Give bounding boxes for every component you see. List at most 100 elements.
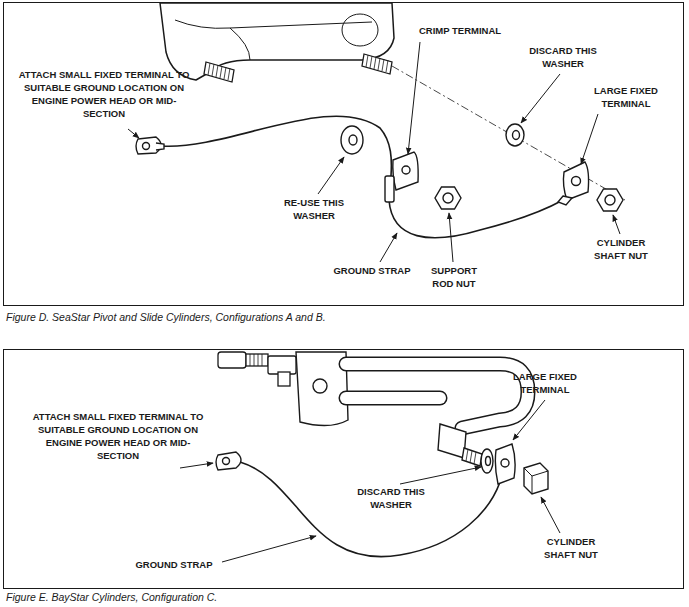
small-fixed-terminal — [223, 458, 230, 465]
callout-label: LARGE FIXED TERMINAL — [586, 84, 666, 110]
crimp-terminal — [385, 152, 418, 202]
leader-line — [581, 114, 598, 164]
ground-strap-wire — [240, 462, 500, 557]
crimp-terminal — [385, 176, 394, 202]
callout-label: ATTACH SMALL FIXED TERMINAL TO SUITABLE … — [28, 410, 208, 462]
cylinder-shaft — [438, 424, 482, 466]
small-fixed-terminal — [136, 137, 164, 154]
cylinder-shaft — [462, 448, 482, 466]
washer — [341, 126, 363, 154]
leader-line — [180, 463, 213, 468]
leader-line — [128, 129, 139, 138]
figure-caption: Figure D. SeaStar Pivot and Slide Cylind… — [6, 311, 326, 324]
washer — [513, 131, 520, 140]
support-rod — [346, 392, 440, 404]
support-rod-nut — [435, 187, 461, 209]
threaded-stud — [362, 54, 392, 74]
leader-line — [318, 157, 344, 194]
cylinder-shaft-nut — [597, 189, 623, 211]
small-fixed-terminal — [216, 452, 241, 470]
large-fixed-terminal — [572, 177, 581, 186]
threaded-stud — [204, 62, 234, 82]
support-rod — [346, 391, 440, 406]
washer — [341, 126, 363, 154]
leader-line — [449, 213, 453, 262]
crimp-terminal — [393, 152, 418, 190]
leader-line — [408, 42, 420, 154]
large-fixed-terminal — [563, 162, 588, 200]
callout-label: GROUND STRAP — [124, 558, 224, 571]
cylinder-bracket — [230, 28, 250, 60]
callout-label: CRIMP TERMINAL — [405, 24, 515, 37]
panel-frame — [4, 350, 684, 589]
hose-fitting — [218, 352, 296, 386]
panel-frame — [4, 3, 684, 589]
callout-label: GROUND STRAP — [322, 264, 422, 277]
ground-strap-wire — [162, 116, 391, 176]
center-line — [392, 66, 625, 200]
large-fixed-terminal — [558, 196, 572, 205]
leader-line — [613, 215, 620, 234]
leader-line — [380, 233, 397, 262]
support-rod-nut — [443, 193, 453, 203]
small-fixed-terminal — [156, 143, 164, 150]
cylinder-body — [313, 379, 327, 393]
support-rod — [346, 364, 528, 428]
washer — [506, 124, 524, 146]
callout-label: DISCARD THIS WASHER — [518, 44, 608, 70]
leader-line — [541, 497, 560, 533]
panel-frame — [4, 3, 684, 306]
support-rod — [346, 364, 528, 428]
cylinder-shaft — [438, 424, 466, 458]
cylinder-shaft-nut — [524, 468, 548, 494]
cylinder-bracket — [342, 14, 378, 46]
cylinder-shaft — [466, 449, 476, 464]
leader-line — [128, 42, 620, 262]
cylinder-shaft-nut — [605, 195, 615, 205]
large-fixed-terminal — [495, 444, 515, 484]
support-rod-nut — [435, 187, 461, 209]
large-fixed-terminal — [495, 444, 515, 484]
washer — [481, 449, 493, 473]
ground-strap-wire — [389, 200, 563, 238]
hose-fitting — [246, 354, 268, 366]
threaded-stud — [366, 55, 388, 72]
cylinder-bracket — [160, 3, 394, 80]
cylinder-shaft-nut — [597, 189, 623, 211]
cylinder-shaft-nut — [524, 463, 548, 494]
leader-line — [400, 467, 481, 484]
leader-line — [521, 74, 560, 123]
callout-label: CYLINDER SHAFT NUT — [530, 535, 612, 561]
large-fixed-terminal — [558, 162, 589, 205]
washer — [481, 449, 493, 473]
figure-caption: Figure E. BayStar Cylinders, Configurati… — [6, 591, 217, 604]
ground-strap-wire — [162, 116, 563, 238]
leader-line — [222, 536, 316, 562]
hose-fitting — [218, 352, 246, 368]
crimp-terminal — [402, 166, 410, 174]
washer — [349, 135, 357, 145]
support-rod — [346, 364, 528, 428]
hose-fitting — [278, 372, 290, 386]
callout-label: SUPPORT ROD NUT — [422, 264, 486, 290]
threaded-stud — [204, 54, 392, 82]
cylinder-shaft-nut — [524, 463, 548, 494]
large-fixed-terminal — [501, 459, 509, 467]
callout-label: CYLINDER SHAFT NUT — [580, 236, 662, 262]
leader-line — [180, 400, 560, 562]
hose-fitting — [268, 356, 296, 374]
small-fixed-terminal — [216, 452, 241, 470]
washer — [506, 124, 524, 146]
callout-label: RE-USE THIS WASHER — [270, 196, 358, 222]
small-fixed-terminal — [143, 143, 150, 150]
cylinder-bracket — [160, 3, 394, 80]
callout-label: DISCARD THIS WASHER — [345, 485, 437, 511]
callout-label: ATTACH SMALL FIXED TERMINAL TO SUITABLE … — [14, 68, 194, 120]
ground-strap-wire — [240, 462, 500, 557]
washer — [486, 457, 491, 466]
threaded-stud — [208, 63, 230, 80]
callout-label: LARGE FIXED TERMINAL — [505, 370, 585, 396]
leader-line — [513, 400, 545, 440]
hose-fitting — [250, 354, 262, 366]
